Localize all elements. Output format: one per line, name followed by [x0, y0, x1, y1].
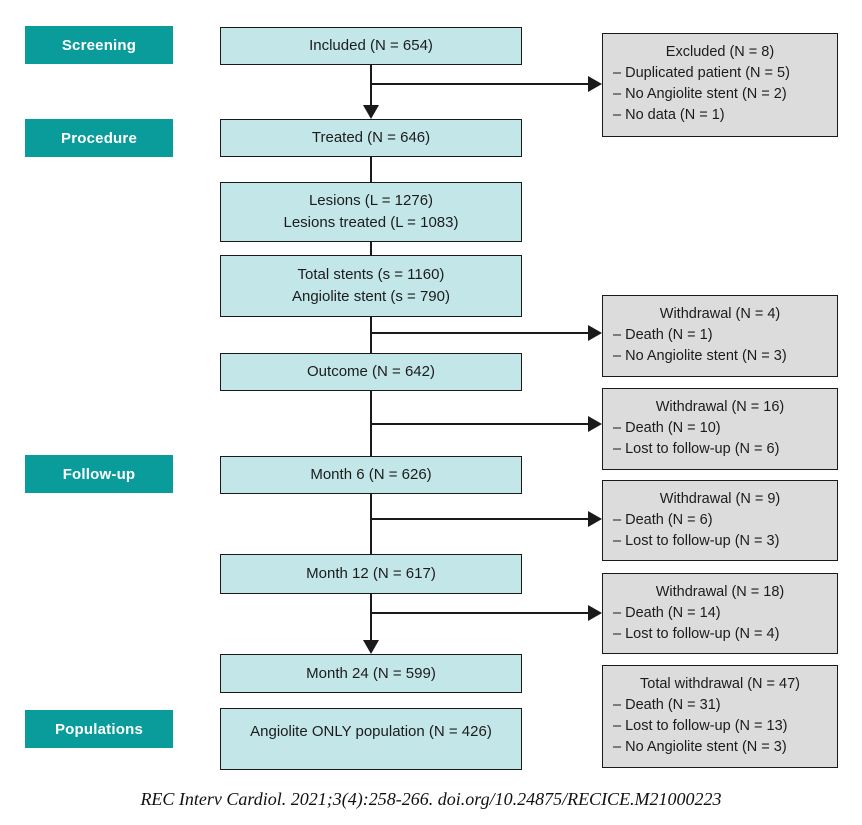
side-box-item: – No Angiolite stent (N = 3)	[613, 739, 787, 755]
stage-label-populations: Populations	[25, 710, 173, 748]
connector-included-treated	[370, 65, 372, 107]
flow-box-text: Month 12 (N = 617)	[306, 565, 436, 582]
flow-box-treated: Treated (N = 646)	[220, 119, 522, 157]
flow-box-lesions: Lesions (L = 1276) Lesions treated (L = …	[220, 182, 522, 242]
side-box-item: – Lost to follow-up (N = 3)	[613, 533, 780, 549]
arrow-right-icon	[588, 416, 602, 432]
side-box-title: Total withdrawal (N = 47)	[640, 676, 800, 692]
stage-label-text: Follow-up	[62, 465, 136, 483]
flow-box-text: Lesions (L = 1276)	[308, 192, 434, 209]
side-box-title: Excluded (N = 8)	[665, 44, 775, 60]
side-box-title: Withdrawal (N = 9)	[659, 491, 781, 507]
flow-box-month-12: Month 12 (N = 617)	[220, 554, 522, 594]
side-box-item: – Lost to follow-up (N = 4)	[613, 626, 780, 642]
stage-label-follow-up: Follow-up	[25, 455, 173, 493]
flow-box-month-24: Month 24 (N = 599)	[220, 654, 522, 693]
flow-box-text: Month 24 (N = 599)	[306, 664, 436, 682]
flow-box-angiolite-only-population: Angiolite ONLY population (N = 426)	[220, 708, 522, 770]
side-box-item: – Death (N = 14)	[613, 605, 721, 621]
arrow-right-icon	[588, 325, 602, 341]
side-box-total-withdrawal: Total withdrawal (N = 47) – Death (N = 3…	[602, 665, 838, 768]
flow-box-month-6: Month 6 (N = 626)	[220, 456, 522, 494]
side-box-item: – No Angiolite stent (N = 3)	[613, 348, 787, 364]
connector-treated-lesions	[370, 157, 372, 183]
side-box-item: – Lost to follow-up (N = 6)	[613, 441, 780, 457]
flow-box-text: Lesions treated (L = 1083)	[283, 214, 459, 231]
connector-stents-outcome	[370, 317, 372, 354]
arrow-right-icon	[588, 511, 602, 527]
side-box-excluded: Excluded (N = 8) – Duplicated patient (N…	[602, 33, 838, 137]
side-box-item: – Death (N = 10)	[613, 420, 721, 436]
stage-label-text: Populations	[54, 720, 144, 738]
branch-to-withdrawal-9	[370, 518, 588, 520]
stage-label-text: Procedure	[61, 129, 137, 147]
arrow-down-icon	[363, 640, 379, 654]
side-box-title: Withdrawal (N = 18)	[655, 584, 785, 600]
connector-month6-month12	[370, 494, 372, 555]
stage-label-text: Screening	[61, 36, 137, 54]
side-box-title: Withdrawal (N = 4)	[659, 306, 781, 322]
branch-to-excluded	[370, 83, 588, 85]
side-box-item: – No data (N = 1)	[613, 107, 725, 123]
side-box-withdrawal-4: Withdrawal (N = 4) – Death (N = 1) – No …	[602, 295, 838, 377]
flow-box-text: Included (N = 654)	[309, 37, 433, 54]
branch-to-withdrawal-16	[370, 423, 588, 425]
flow-box-text: Angiolite stent (s = 790)	[291, 288, 450, 305]
flow-box-text: Total stents (s = 1160)	[297, 266, 445, 283]
flow-box-text: Outcome (N = 642)	[307, 363, 435, 380]
flow-box-text: Month 6 (N = 626)	[310, 466, 432, 483]
arrow-down-icon	[363, 105, 379, 119]
flow-box-outcome: Outcome (N = 642)	[220, 353, 522, 391]
stage-label-procedure: Procedure	[25, 119, 173, 157]
branch-to-withdrawal-4	[370, 332, 588, 334]
side-box-item: – Death (N = 31)	[613, 697, 721, 713]
branch-to-withdrawal-18	[370, 612, 588, 614]
arrow-right-icon	[588, 76, 602, 92]
flow-box-included: Included (N = 654)	[220, 27, 522, 65]
side-box-item: – Duplicated patient (N = 5)	[613, 65, 790, 81]
side-box-item: – Death (N = 1)	[613, 327, 713, 343]
side-box-item: – No Angiolite stent (N = 2)	[613, 86, 787, 102]
connector-month12-month24	[370, 594, 372, 641]
side-box-withdrawal-18: Withdrawal (N = 18) – Death (N = 14) – L…	[602, 573, 838, 654]
flow-box-text: Treated (N = 646)	[311, 129, 431, 146]
citation-text: REC Interv Cardiol. 2021;3(4):258-266. d…	[140, 789, 722, 809]
side-box-withdrawal-9: Withdrawal (N = 9) – Death (N = 6) – Los…	[602, 480, 838, 561]
side-box-withdrawal-16: Withdrawal (N = 16) – Death (N = 10) – L…	[602, 388, 838, 470]
flow-box-text: Angiolite ONLY population (N = 426)	[250, 723, 492, 740]
side-box-item: – Death (N = 6)	[613, 512, 713, 528]
arrow-right-icon	[588, 605, 602, 621]
stage-label-screening: Screening	[25, 26, 173, 64]
side-box-title: Withdrawal (N = 16)	[655, 399, 785, 415]
flow-box-stents: Total stents (s = 1160) Angiolite stent …	[220, 255, 522, 317]
connector-lesions-stents	[370, 242, 372, 256]
side-box-item: – Lost to follow-up (N = 13)	[613, 718, 788, 734]
